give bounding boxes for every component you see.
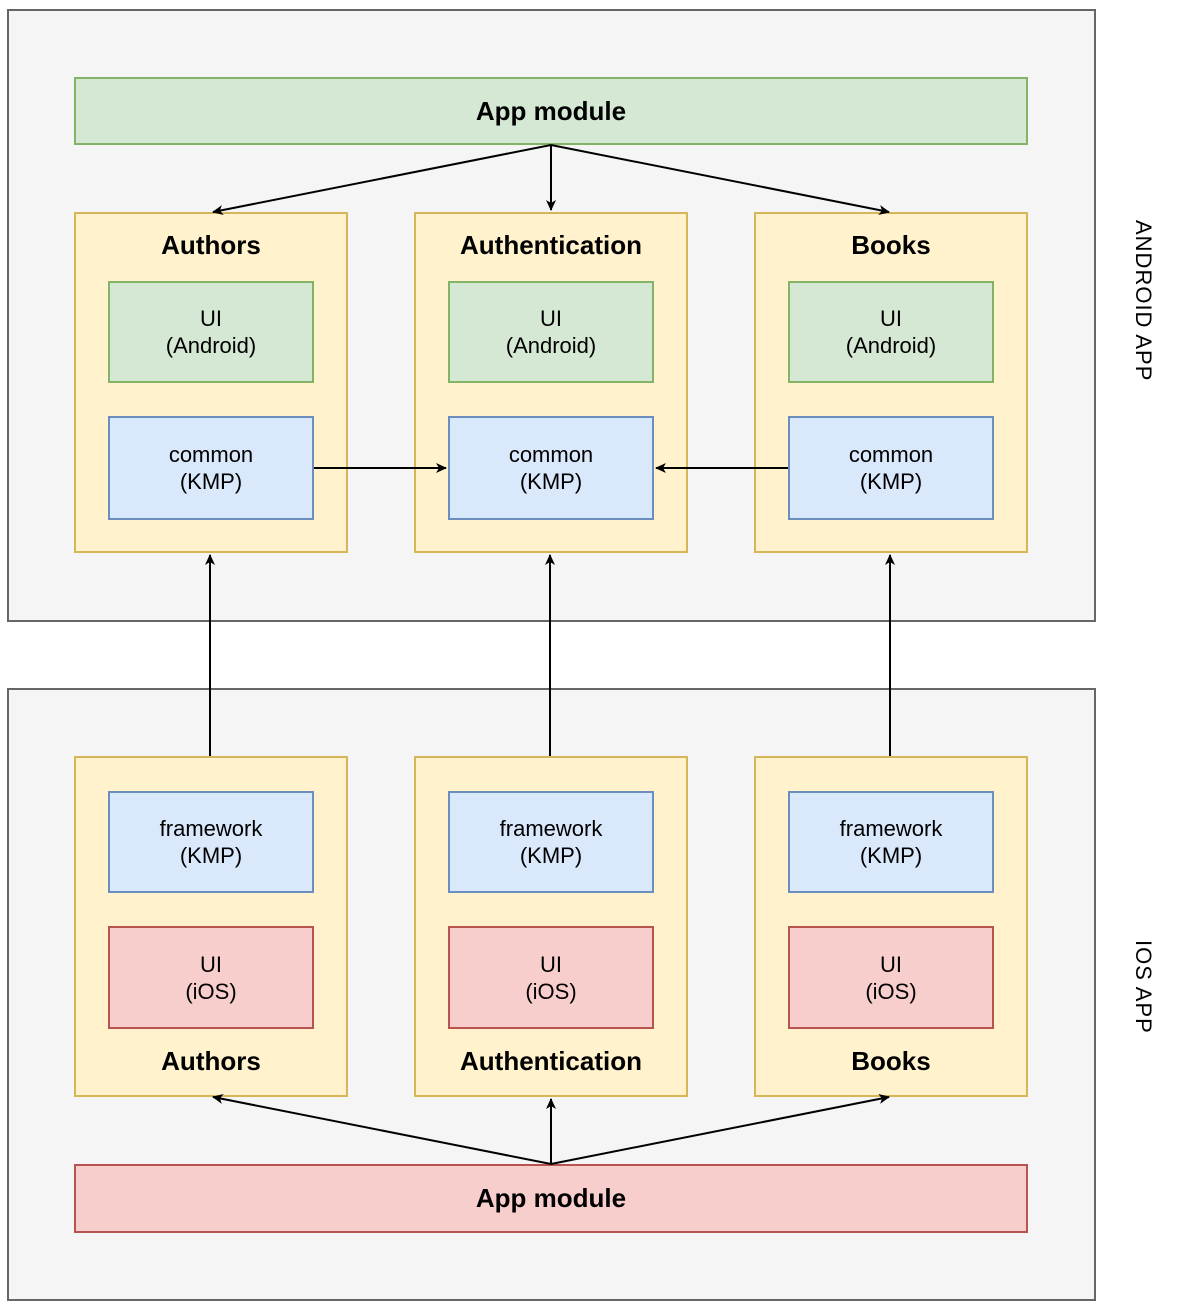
ios-app-label: IOS APP [1131,940,1156,1034]
android-ui-box: UI (Android) [788,281,994,383]
ios-ui-box: UI (iOS) [788,926,994,1029]
android-common-box: common (KMP) [788,416,994,520]
ios-ui-box: UI (iOS) [448,926,654,1029]
android-common-box: common (KMP) [448,416,654,520]
ios-framework-box: framework (KMP) [448,791,654,893]
ui-label: UI [880,951,902,977]
android-module-title: Authors [161,230,261,260]
ios-module-title: Authentication [460,1046,642,1076]
ui-platform: (Android) [505,333,597,358]
android-common-box: common (KMP) [108,416,314,520]
android-ui-box: UI (Android) [108,281,314,383]
android-app-module: App module [74,77,1028,145]
android-module-title: Authentication [460,230,642,260]
framework-label: framework [839,816,943,841]
common-platform: (KMP) [519,469,583,494]
common-label: common [848,442,934,467]
ui-platform: (iOS) [185,978,237,1004]
android-app-label: ANDROID APP [1131,220,1156,382]
ui-label: UI [200,306,222,331]
arrow-ios-app-to-books [550,1094,890,1165]
ui-label: UI [540,306,562,331]
ui-label: UI [200,951,222,977]
framework-label: framework [499,816,603,841]
ui-label: UI [540,951,562,977]
framework-label: framework [159,816,263,841]
arrow-android-app-to-authors [212,144,552,215]
android-ui-box: UI (Android) [448,281,654,383]
ui-platform: (Android) [845,333,937,358]
arrow-android-app-to-books [550,144,890,215]
ui-platform: (iOS) [865,978,917,1004]
framework-platform: (KMP) [519,843,583,868]
common-platform: (KMP) [179,469,243,494]
common-platform: (KMP) [859,469,923,494]
android-module-title: Books [851,230,931,260]
ui-label: UI [880,306,902,331]
ui-platform: (iOS) [525,978,577,1004]
common-label: common [508,442,594,467]
ios-framework-box: framework (KMP) [108,791,314,893]
ios-framework-box: framework (KMP) [788,791,994,893]
ios-ui-box: UI (iOS) [108,926,314,1029]
ios-module-title: Books [851,1046,931,1076]
ios-app-module: App module [74,1164,1028,1233]
ui-platform: (Android) [165,333,257,358]
framework-platform: (KMP) [179,843,243,868]
framework-platform: (KMP) [859,843,923,868]
ios-module-title: Authors [161,1046,261,1076]
common-label: common [168,442,254,467]
arrow-ios-app-to-authors [212,1094,552,1165]
